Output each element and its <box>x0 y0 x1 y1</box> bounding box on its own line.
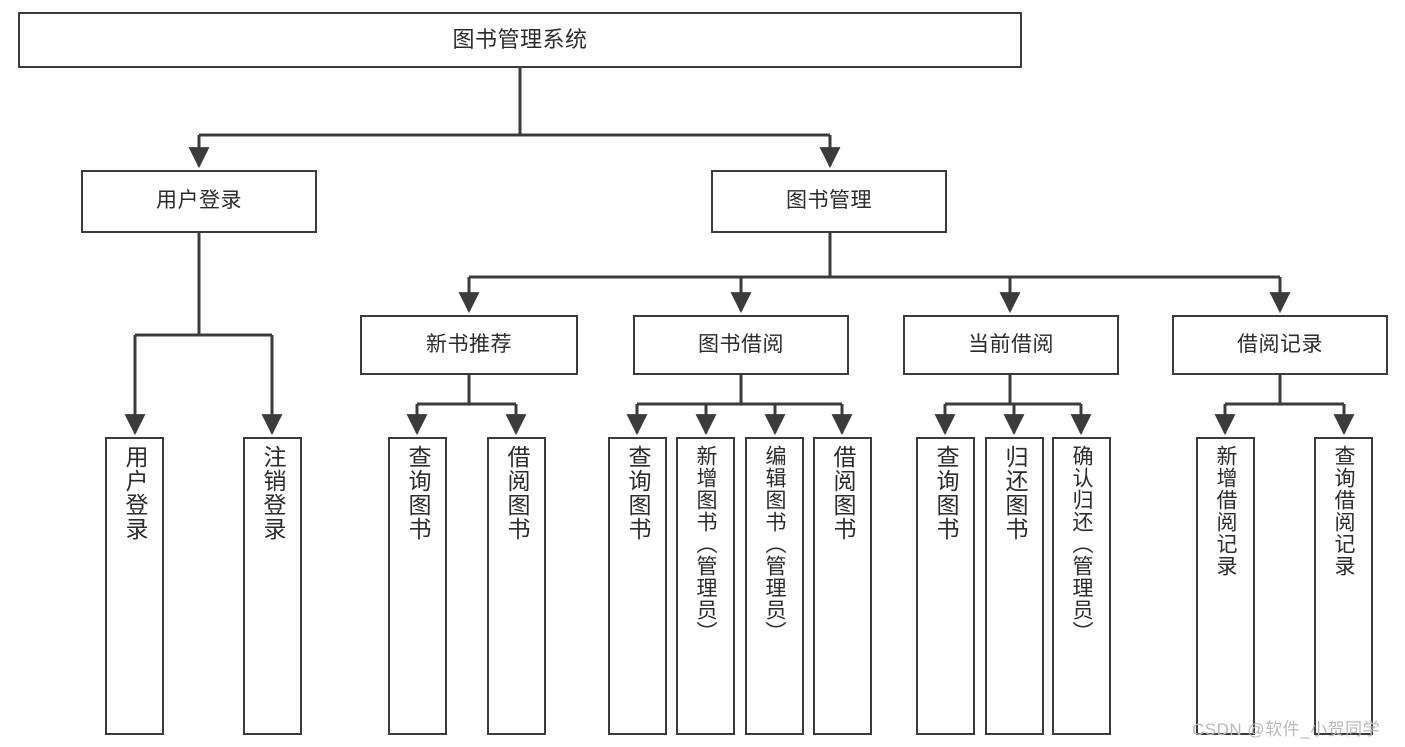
node-leaf-query-book-borrow[interactable]: 查询图书 <box>608 437 667 735</box>
watermark: CSDN @软件_小贺同学 <box>1192 720 1381 739</box>
node-label: 查询借阅记录 <box>1332 445 1355 577</box>
node-borrow-record[interactable]: 借阅记录 <box>1172 315 1388 375</box>
node-new-book-recommend[interactable]: 新书推荐 <box>360 315 578 375</box>
node-book-borrow[interactable]: 图书借阅 <box>633 315 849 375</box>
node-leaf-user-login[interactable]: 用户登录 <box>105 437 164 735</box>
node-label: 注销登录 <box>260 445 286 541</box>
node-leaf-edit-book-admin[interactable]: 编辑图书（管理员） <box>745 437 804 735</box>
node-root-system[interactable]: 图书管理系统 <box>18 12 1022 68</box>
node-leaf-query-borrow-record[interactable]: 查询借阅记录 <box>1314 437 1373 735</box>
node-label: 查询图书 <box>933 445 959 541</box>
node-label: 查询图书 <box>405 445 431 541</box>
node-leaf-confirm-return-admin[interactable]: 确认归还（管理员） <box>1052 437 1111 735</box>
node-label: 图书管理系统 <box>452 27 588 53</box>
node-label: 归还图书 <box>1002 445 1028 541</box>
node-leaf-add-book-admin[interactable]: 新增图书（管理员） <box>676 437 735 735</box>
node-book-management[interactable]: 图书管理 <box>711 170 947 233</box>
node-leaf-query-book-current[interactable]: 查询图书 <box>916 437 975 735</box>
node-label: 借阅记录 <box>1237 332 1323 356</box>
node-leaf-add-borrow-record[interactable]: 新增借阅记录 <box>1196 437 1255 735</box>
node-leaf-query-book-recommend[interactable]: 查询图书 <box>388 437 447 735</box>
node-label: 用户登录 <box>156 189 242 213</box>
node-user-login[interactable]: 用户登录 <box>81 170 317 233</box>
node-leaf-return-book[interactable]: 归还图书 <box>985 437 1044 735</box>
node-leaf-borrow-book[interactable]: 借阅图书 <box>813 437 872 735</box>
node-leaf-logout[interactable]: 注销登录 <box>243 437 302 735</box>
node-label: 图书管理 <box>786 189 872 213</box>
node-label: 新增图书（管理员） <box>694 445 717 643</box>
node-label: 查询图书 <box>625 445 651 541</box>
node-current-borrow[interactable]: 当前借阅 <box>903 315 1119 375</box>
node-leaf-borrow-book-recommend[interactable]: 借阅图书 <box>487 437 546 735</box>
node-label: 新书推荐 <box>426 332 512 356</box>
node-label: 新增借阅记录 <box>1214 445 1237 577</box>
node-label: 借阅图书 <box>830 445 856 541</box>
node-label: 借阅图书 <box>504 445 530 541</box>
node-label: 编辑图书（管理员） <box>763 445 786 643</box>
node-label: 用户登录 <box>122 445 148 541</box>
node-label: 当前借阅 <box>968 332 1054 356</box>
node-label: 图书借阅 <box>698 332 784 356</box>
node-label: 确认归还（管理员） <box>1070 445 1093 643</box>
